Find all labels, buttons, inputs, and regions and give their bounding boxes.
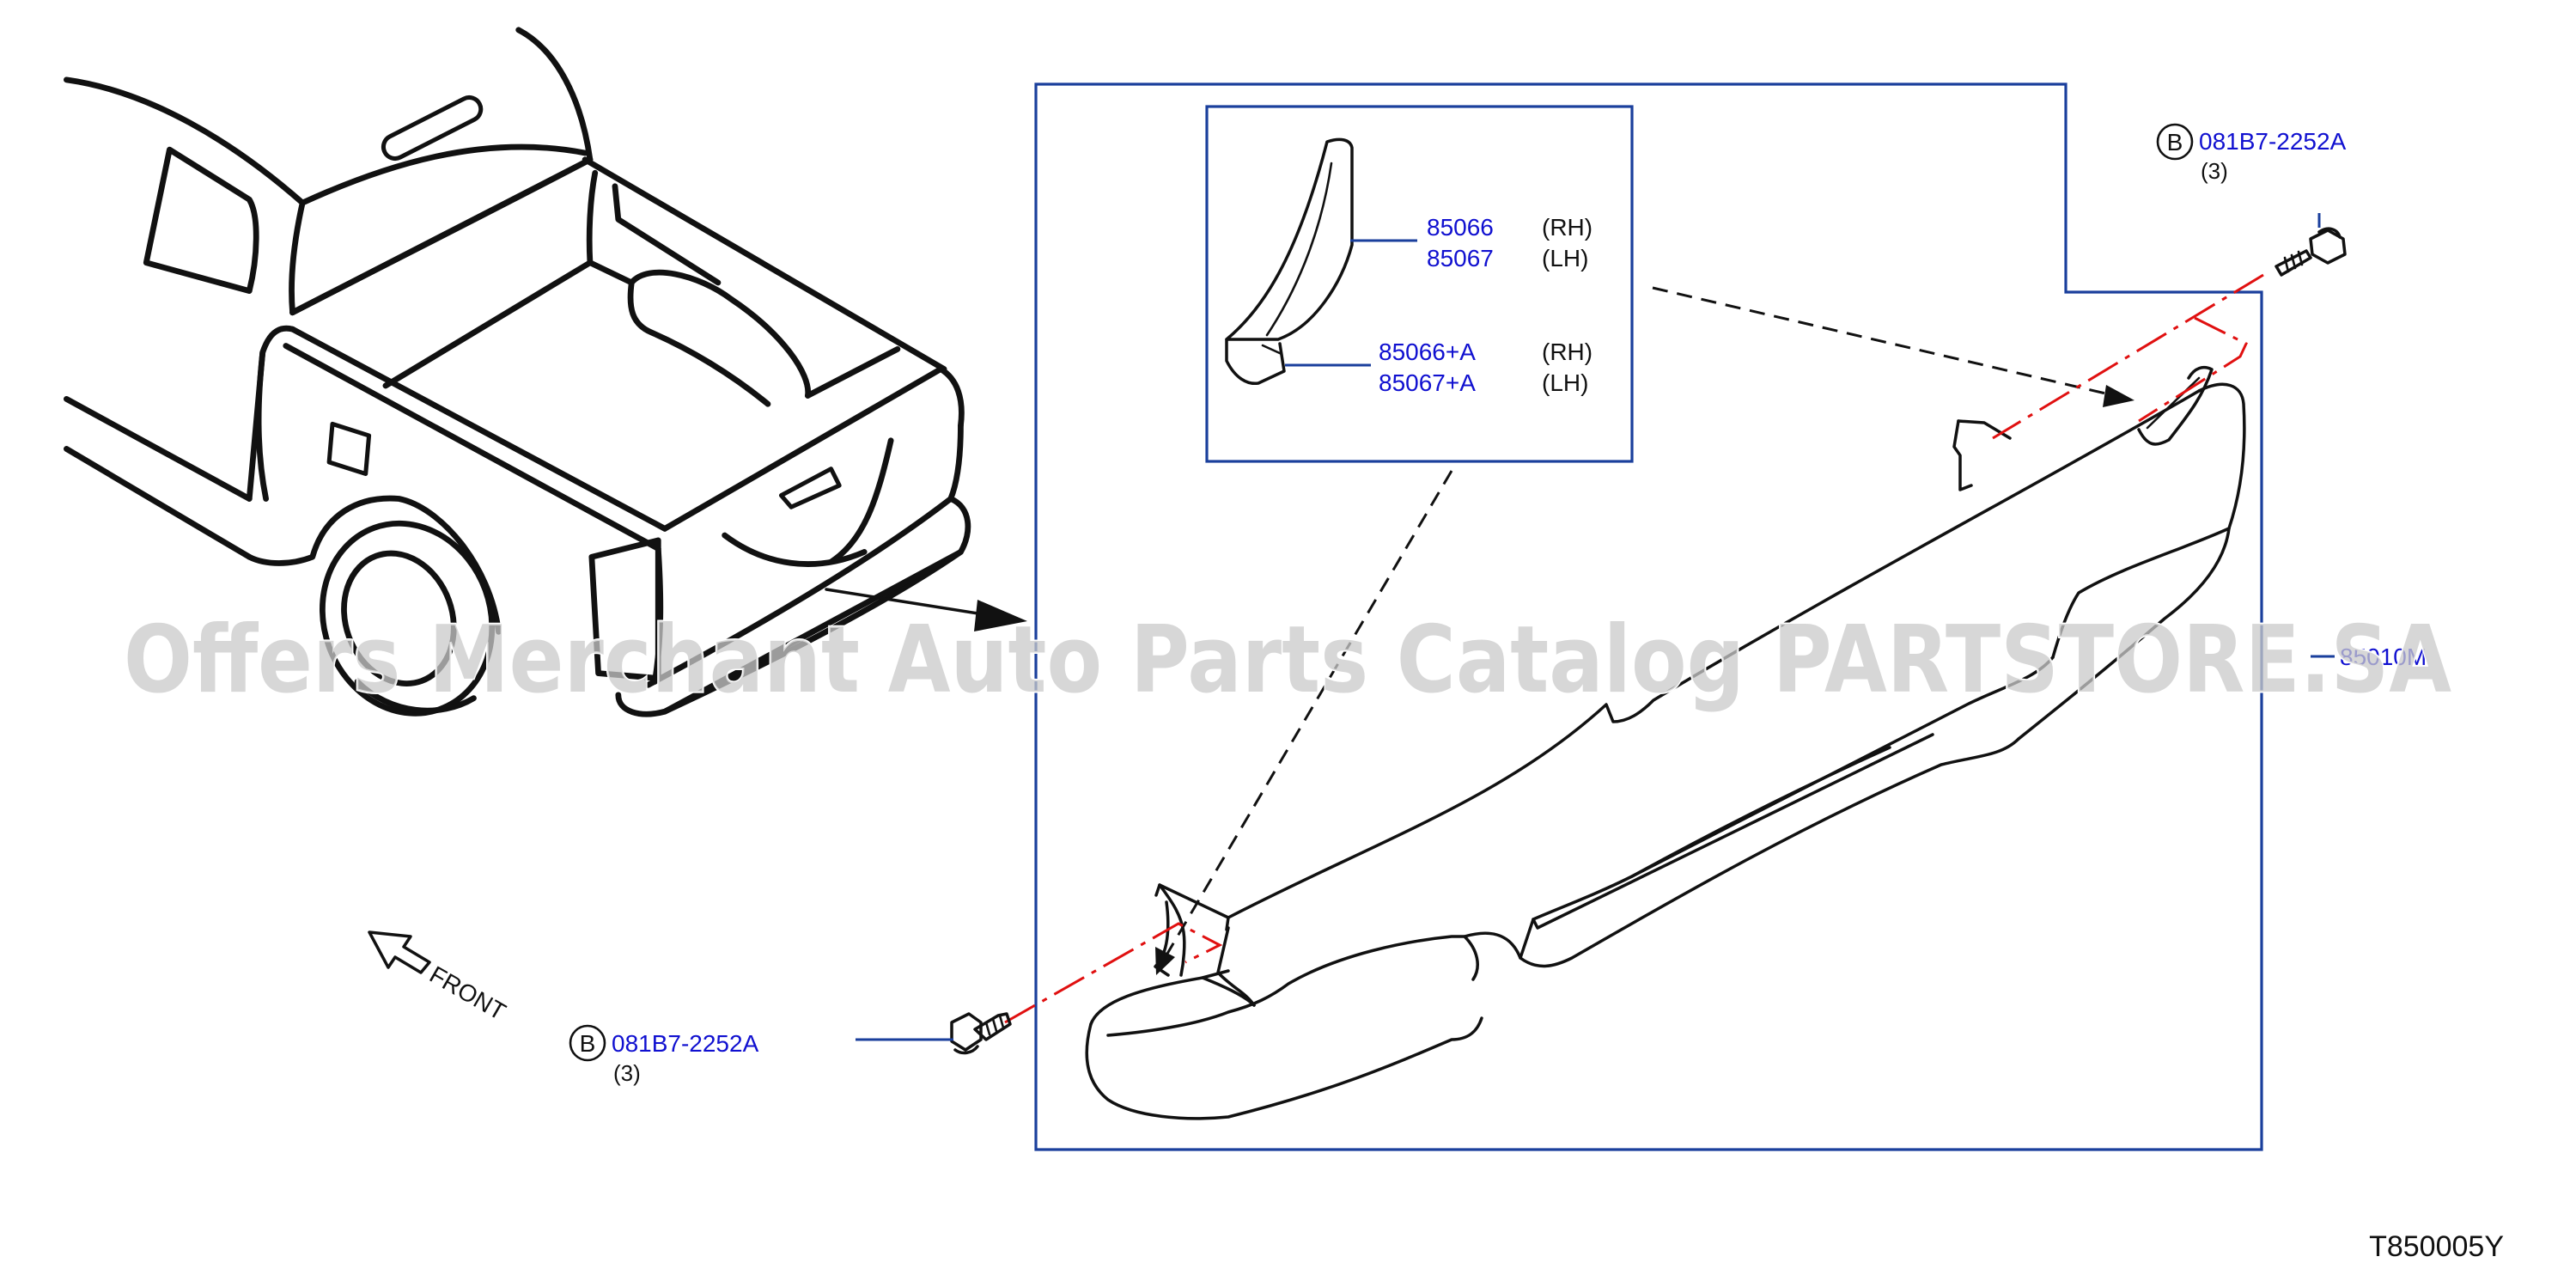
end-pad-rh-side: (RH) — [1542, 339, 1592, 365]
end-pad-rh-part-number[interactable]: 85066+A — [1379, 339, 1476, 365]
inset-frame — [1205, 105, 1634, 463]
callout-end-cap[interactable]: 85066 (RH) 85067 (LH) — [1427, 214, 1592, 271]
bolt-top-part-number[interactable]: 081B7-2252A — [2199, 128, 2347, 155]
front-direction-indicator: FRONT — [368, 930, 510, 1025]
rear-bumper-illustration — [1085, 366, 2246, 1120]
truck-illustration — [64, 27, 971, 717]
bumper-part-number[interactable]: 85010M — [2340, 644, 2427, 670]
centerline-left — [1004, 922, 1223, 1024]
figure-id: T850005Y — [2369, 1230, 2504, 1263]
locator-arrow — [825, 588, 1027, 631]
centerline-right-offset — [2138, 316, 2248, 423]
end-cap-lh-side: (LH) — [1542, 245, 1588, 271]
bolt-bottom-part-number[interactable]: 081B7-2252A — [612, 1030, 759, 1057]
watermark: Offers Merchant Auto Parts Catalog PARTS… — [124, 607, 2451, 714]
end-cap-rh-part-number[interactable]: 85066 — [1427, 214, 1494, 241]
callout-end-pad[interactable]: 85066+A (RH) 85067+A (LH) — [1379, 339, 1592, 396]
callout-bolt-bottom[interactable]: B 081B7-2252A (3) — [569, 1024, 759, 1086]
explode-line-rh — [1652, 286, 2114, 397]
end-cap-rh-side: (RH) — [1542, 214, 1592, 241]
bolt-bottom-badge: B — [580, 1030, 596, 1057]
bolt-top-quantity: (3) — [2201, 158, 2228, 184]
badge-b-icon — [2156, 123, 2194, 161]
front-arrow-icon — [368, 930, 431, 974]
end-cap-lh-part-number[interactable]: 85067 — [1427, 245, 1494, 271]
detail-frame — [1034, 82, 2263, 1151]
end-pad-lh-part-number[interactable]: 85067+A — [1379, 369, 1476, 396]
bolt-top-badge: B — [2167, 129, 2183, 156]
bolt-bottom-icon — [950, 1012, 1012, 1055]
front-label: FRONT — [425, 961, 510, 1025]
centerline-right — [1992, 273, 2264, 440]
end-pad-lh-side: (LH) — [1542, 369, 1588, 396]
bolt-top-icon — [2275, 227, 2347, 277]
end-cap-illustration — [1225, 137, 1354, 386]
callout-bolt-top[interactable]: B 081B7-2252A (3) — [2156, 123, 2347, 184]
bolt-bottom-quantity: (3) — [613, 1060, 641, 1086]
badge-b-icon — [569, 1024, 606, 1062]
explode-line-lh — [1163, 470, 1453, 959]
